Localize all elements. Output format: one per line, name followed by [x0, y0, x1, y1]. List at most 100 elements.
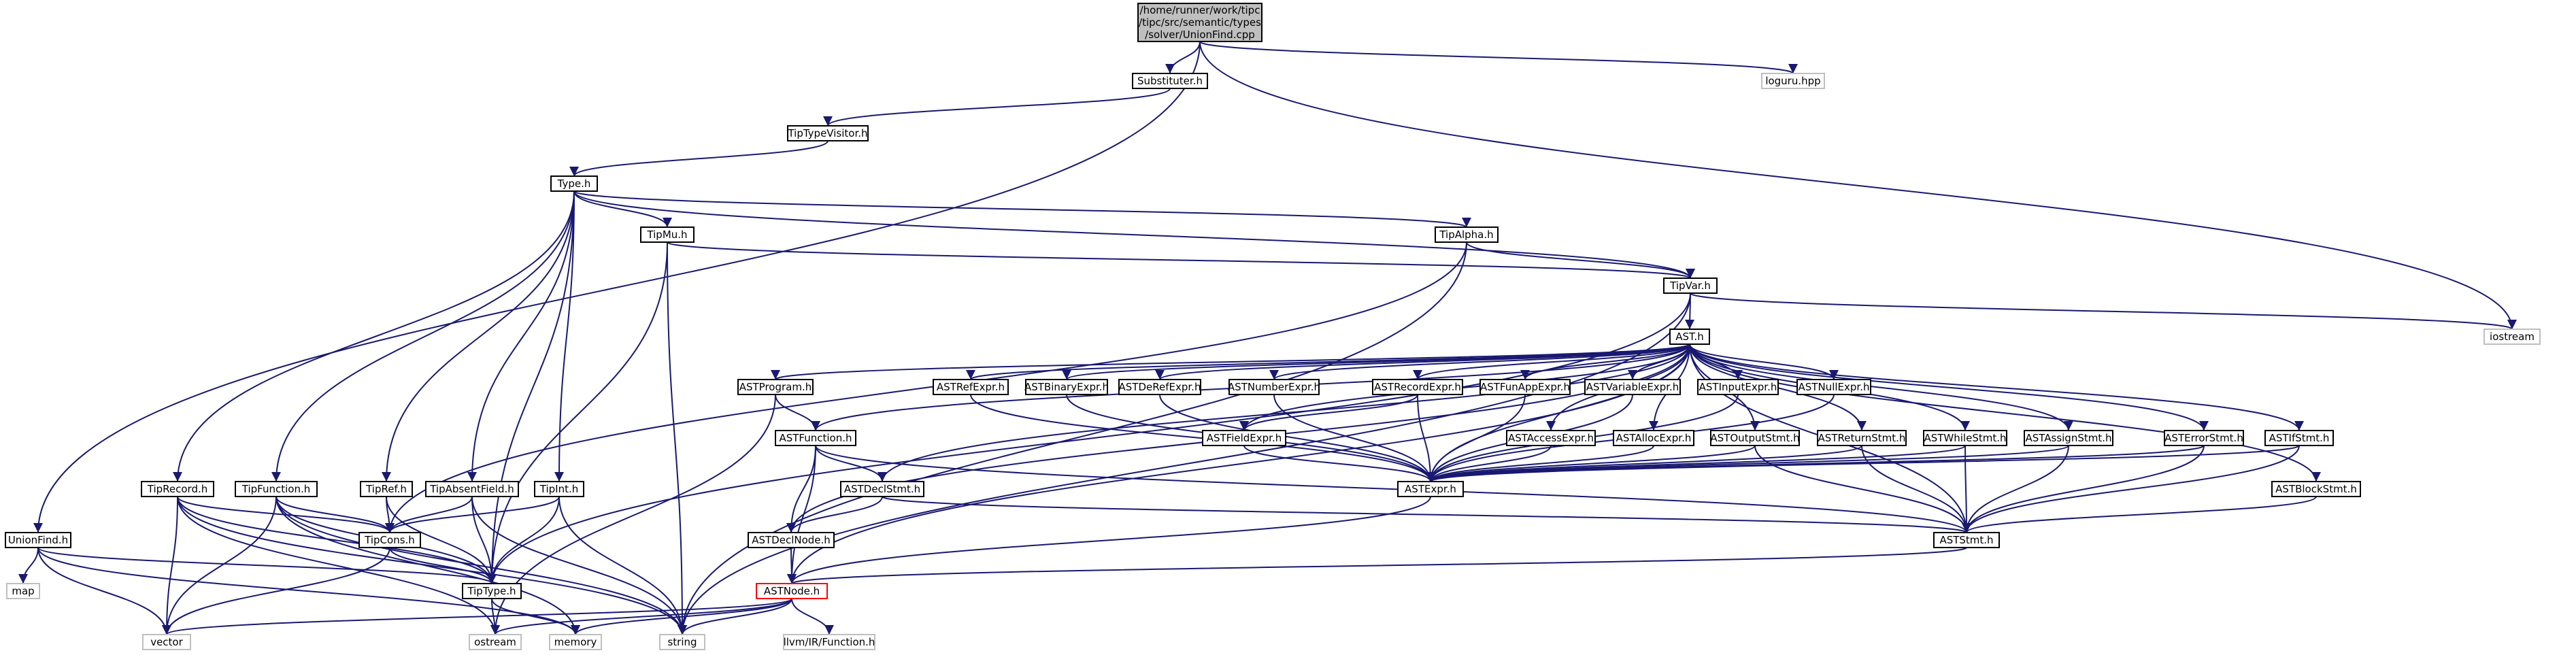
node-aststmt[interactable]: ASTStmt.h: [1933, 532, 2000, 548]
node-box: [756, 583, 828, 599]
node-astreturnstmt[interactable]: ASTReturnStmt.h: [1817, 430, 1907, 446]
node-loguru[interactable]: loguru.hpp: [1761, 73, 1825, 89]
node-box: [1506, 430, 1596, 446]
edge-line: [1155, 343, 1690, 380]
node-astdeclstmt[interactable]: ASTDeclStmt.h: [840, 481, 924, 497]
node-vector[interactable]: vector: [142, 634, 191, 650]
node-memory[interactable]: memory: [549, 634, 602, 650]
edge-line: [1426, 445, 1756, 482]
node-astnullexpr[interactable]: ASTNullExpr.h: [1796, 379, 1871, 395]
node-tipcons[interactable]: TipCons.h: [358, 532, 421, 548]
edge-line: [177, 496, 687, 635]
edge-line: [173, 190, 575, 482]
edge-ast-to-astnullexpr: [1689, 343, 1839, 380]
node-box: [1397, 481, 1464, 497]
edge-astwhilestmt-to-aststmt: [1961, 445, 1971, 533]
node-box: [2164, 430, 2244, 446]
node-astfunction[interactable]: ASTFunction.h: [775, 430, 856, 446]
edge-line: [791, 598, 834, 635]
edge-astfunappexpr-to-astexpr: [1426, 394, 1526, 482]
node-box: [1761, 73, 1825, 89]
node-label: TipType.h: [467, 585, 516, 597]
edge-substituter-to-tiptypevisitor: [823, 88, 1171, 127]
edge-astprogram-to-astfunction: [775, 394, 820, 431]
node-unionfind[interactable]: UnionFind.h: [5, 532, 71, 548]
node-box: [1613, 430, 1694, 446]
node-label: string: [667, 636, 697, 648]
node-astblockstmt[interactable]: ASTBlockStmt.h: [2271, 481, 2361, 497]
node-box: [1697, 379, 1779, 395]
node-astfunappexpr[interactable]: ASTFunAppExpr.h: [1479, 379, 1571, 395]
node-tipvar[interactable]: TipVar.h: [1663, 278, 1718, 294]
node-astifstmt[interactable]: ASTIfStmt.h: [2264, 430, 2334, 446]
node-box: [1817, 430, 1907, 446]
edge-astfunction-to-aststmt: [815, 445, 1971, 533]
node-tiptypevisitor[interactable]: TipTypeVisitor.h: [787, 125, 869, 141]
edge-line: [1520, 343, 1690, 380]
node-asterrorstmt[interactable]: ASTErrorStmt.h: [2164, 430, 2244, 446]
node-astwhilestmt[interactable]: ASTWhileStmt.h: [1923, 430, 2007, 446]
edge-tipfunction-to-tipcons: [275, 496, 395, 533]
node-label: ASTVariableExpr.h: [1586, 381, 1679, 393]
node-astderefexpr[interactable]: ASTDeRefExpr.h: [1118, 379, 1201, 395]
node-astnode[interactable]: ASTNode.h: [756, 583, 828, 599]
edge-astnode-to-memory: [571, 598, 792, 635]
node-tipint[interactable]: TipInt.h: [534, 481, 584, 497]
node-astallocexpr[interactable]: ASTAllocExpr.h: [1613, 430, 1694, 446]
edge-root-to-unionfind: [33, 41, 1201, 533]
edge-line: [487, 190, 575, 584]
node-tipabsentfield[interactable]: TipAbsentField.h: [425, 481, 519, 497]
node-astinputexpr[interactable]: ASTInputExpr.h: [1697, 379, 1779, 395]
edge-line: [1426, 445, 2300, 482]
node-box: [141, 481, 214, 497]
edge-line: [467, 190, 575, 482]
node-tiptype[interactable]: TipType.h: [462, 583, 522, 599]
node-astprogram[interactable]: ASTProgram.h: [737, 379, 814, 395]
edge-astnode-to-llvmfunction: [791, 598, 834, 635]
node-label: ASTDeclStmt.h: [844, 483, 920, 495]
node-type[interactable]: Type.h: [550, 175, 598, 192]
node-tipfunction[interactable]: TipFunction.h: [235, 481, 318, 497]
edge-line: [1165, 41, 1201, 74]
node-tipref[interactable]: TipRef.h: [360, 481, 413, 497]
edge-tipfunction-to-memory: [275, 496, 580, 635]
node-label: ASTAccessExpr.h: [1508, 432, 1594, 444]
node-llvmfunction[interactable]: llvm/IR/Function.h: [783, 634, 875, 650]
node-astdeclnode[interactable]: ASTDeclNode.h: [748, 532, 835, 548]
node-astoutputstmt[interactable]: ASTOutputStmt.h: [1710, 430, 1800, 446]
node-astexpr[interactable]: ASTExpr.h: [1397, 481, 1464, 497]
node-tipalpha[interactable]: TipAlpha.h: [1435, 226, 1499, 243]
node-astrecordexpr[interactable]: ASTRecordExpr.h: [1372, 379, 1463, 395]
edge-type-to-tiptype: [487, 190, 575, 584]
node-ast[interactable]: AST.h: [1669, 329, 1710, 345]
node-substituter[interactable]: Substituter.h: [1132, 73, 1208, 89]
node-astaccessexpr[interactable]: ASTAccessExpr.h: [1506, 430, 1596, 446]
node-string[interactable]: string: [659, 634, 705, 650]
edge-line: [1199, 41, 1798, 74]
edge-line: [786, 547, 797, 584]
node-astfieldexpr[interactable]: ASTFieldExpr.h: [1202, 430, 1286, 446]
edge-unionfind-to-tiptype: [37, 547, 497, 584]
node-tipmu[interactable]: TipMu.h: [640, 226, 695, 243]
node-label: TipTypeVisitor.h: [787, 127, 867, 139]
node-label: ASTBlockStmt.h: [2275, 483, 2357, 495]
node-astrefexpr[interactable]: ASTRefExpr.h: [933, 379, 1009, 395]
edge-unionfind-to-map: [18, 547, 39, 584]
edge-line: [573, 190, 1695, 279]
edge-astallocexpr-to-astexpr: [1426, 445, 1654, 482]
node-map[interactable]: map: [6, 583, 40, 599]
edge-astdeclstmt-to-astdeclnode: [786, 496, 883, 533]
node-iostream[interactable]: iostream: [2483, 329, 2541, 345]
edge-line: [1689, 343, 1839, 380]
node-astnumberexpr[interactable]: ASTNumberExpr.h: [1228, 379, 1320, 395]
node-astvariableexpr[interactable]: ASTVariableExpr.h: [1584, 379, 1681, 395]
node-tiprecord[interactable]: TipRecord.h: [141, 481, 214, 497]
node-label: TipVar.h: [1669, 280, 1711, 292]
edge-line: [275, 496, 395, 533]
node-astassignstmt[interactable]: ASTAssignStmt.h: [2024, 430, 2113, 446]
node-ostream[interactable]: ostream: [469, 634, 522, 650]
node-astbinaryexpr[interactable]: ASTBinaryExpr.h: [1024, 379, 1109, 395]
edge-unionfind-to-memory: [37, 547, 580, 635]
edge-astblockstmt-to-aststmt: [1962, 496, 2317, 533]
node-box: [2264, 430, 2334, 446]
